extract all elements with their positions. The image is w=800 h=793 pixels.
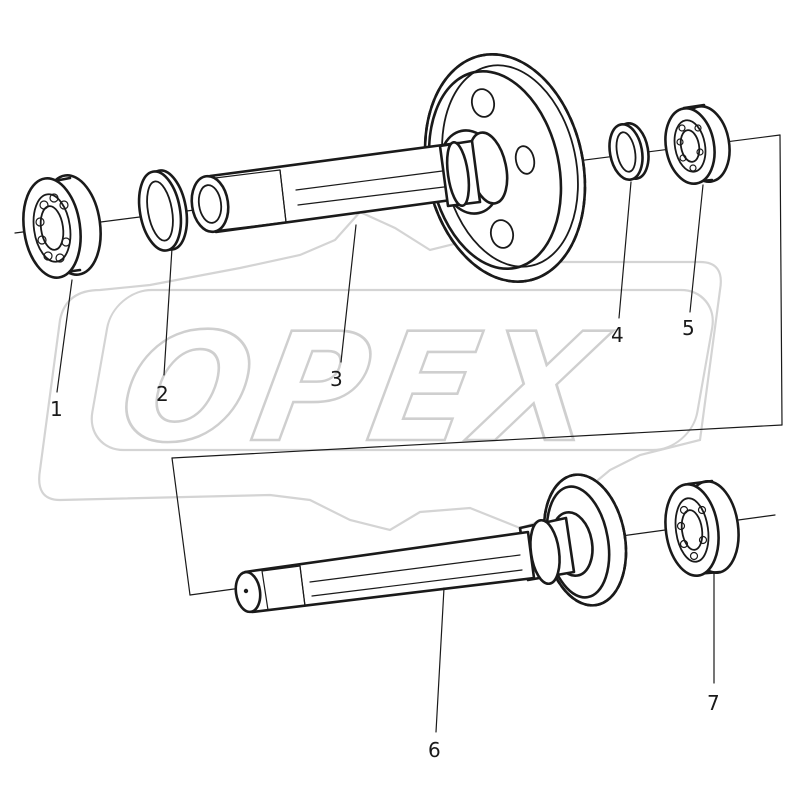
watermark: OPEX xyxy=(38,210,722,532)
part-4-ring xyxy=(608,121,650,182)
callout-6: 6 xyxy=(428,738,441,762)
part-3-shaft-with-gear xyxy=(190,53,587,283)
part-6-shaft-with-gear xyxy=(234,473,628,614)
callout-5: 5 xyxy=(682,316,695,340)
part-3-gear xyxy=(423,53,587,283)
callout-7: 7 xyxy=(707,691,720,715)
watermark-text: OPEX xyxy=(108,301,619,476)
callout-4: 4 xyxy=(611,323,624,347)
callout-1: 1 xyxy=(50,397,63,421)
part-2-ring xyxy=(137,169,189,252)
watermark-gear-outline xyxy=(38,210,722,532)
callout-2: 2 xyxy=(156,382,169,406)
callout-labels: 1 2 3 4 5 6 7 xyxy=(50,316,720,762)
part-5-bearing xyxy=(664,103,731,185)
watermark-badge xyxy=(90,288,714,452)
part-1-ball-bearing xyxy=(22,174,102,279)
part-7-bearing xyxy=(664,479,740,577)
callout-3: 3 xyxy=(330,367,343,391)
leader-lines xyxy=(56,181,715,733)
